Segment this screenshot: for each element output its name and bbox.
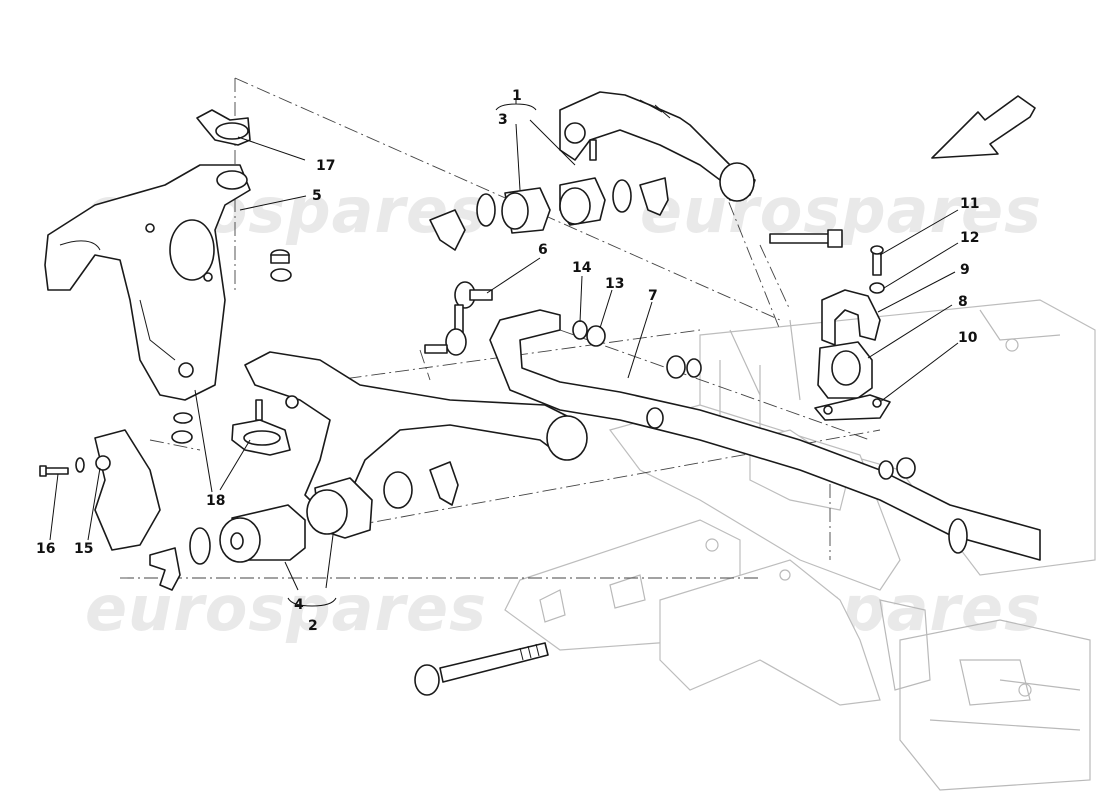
callout-8: 8 <box>958 294 968 310</box>
long-bolt-bottom <box>414 642 549 696</box>
part-17-clamp <box>196 109 251 146</box>
callout-2: 2 <box>308 618 318 634</box>
callout-5: 5 <box>312 188 322 204</box>
part-12-washer <box>869 282 885 294</box>
part-2-lower-control-arm <box>244 351 588 539</box>
callout-14: 14 <box>572 260 592 276</box>
part-10-mounting-plate <box>814 394 891 421</box>
part-15-dust-shield <box>94 429 161 551</box>
part-11-bolt <box>870 245 884 276</box>
leader-lines <box>49 98 959 607</box>
callout-1: 1 <box>512 88 522 104</box>
callout-6: 6 <box>538 242 548 258</box>
callout-10: 10 <box>958 330 978 346</box>
callout-13: 13 <box>605 276 624 292</box>
callout-labels: 1 3 2 4 5 6 7 8 9 10 11 12 13 14 15 16 1… <box>36 88 979 634</box>
part-5-steering-knuckle <box>44 164 251 401</box>
callout-18: 18 <box>206 493 225 509</box>
callout-11: 11 <box>960 196 979 212</box>
long-bolt-top <box>769 229 843 248</box>
callout-15: 15 <box>74 541 93 557</box>
part-14-washer <box>572 320 588 340</box>
callout-12: 12 <box>960 230 979 246</box>
callout-17: 17 <box>316 158 335 174</box>
part-9-stabilizer-clamp <box>821 289 881 346</box>
part-3-upper-bushings <box>429 177 669 251</box>
callout-3: 3 <box>498 112 508 128</box>
callout-7: 7 <box>648 288 658 304</box>
part-5-nuts <box>171 249 292 444</box>
part-2-bushings-right <box>383 461 459 509</box>
part-7-stabilizer-bar <box>489 309 1041 561</box>
part-13-nut <box>586 325 606 347</box>
direction-arrow-icon <box>931 95 1036 159</box>
part-1-upper-control-arm <box>559 91 756 202</box>
watermark-bottom-left: eurospares <box>85 572 487 645</box>
part-16-bolt <box>39 457 85 477</box>
part-4-lower-bushing <box>149 504 306 591</box>
callout-4: 4 <box>294 597 304 613</box>
callout-9: 9 <box>960 262 970 278</box>
part-8-stabilizer-bushing <box>817 341 873 399</box>
part-6-stabilizer-link <box>424 281 493 356</box>
part-18-clip <box>231 419 291 456</box>
callout-16: 16 <box>36 541 55 557</box>
